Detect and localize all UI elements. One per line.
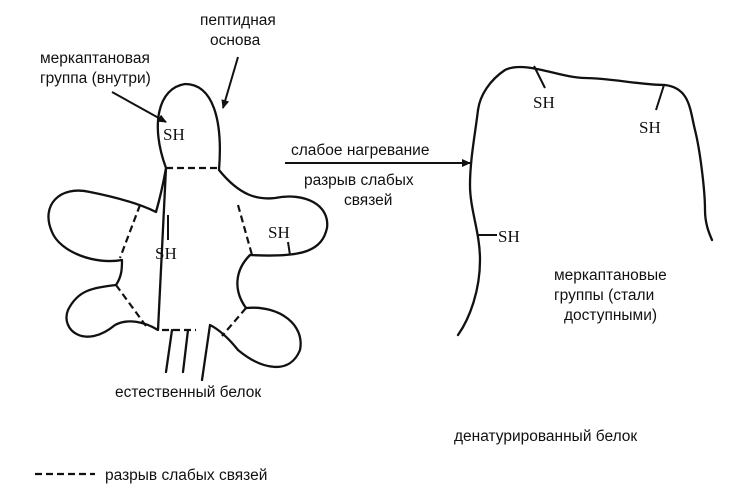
mercaptan-inside-arrow xyxy=(111,91,167,123)
process-line3: связей xyxy=(344,192,392,209)
sh-2-label: SH xyxy=(639,118,661,137)
sh-right-stem xyxy=(287,241,291,256)
mercaptan-inside-label-line1: меркаптановая xyxy=(40,50,150,67)
weak-bond-lower-right-lobe xyxy=(221,307,247,337)
mercaptan-available-line1: меркаптановые xyxy=(554,267,667,284)
legend-label: разрыв слабых связей xyxy=(105,467,267,484)
process-line2: разрыв слабых xyxy=(304,172,414,189)
weak-bond-right-lobe xyxy=(236,204,254,256)
sh-2-stem xyxy=(655,84,665,111)
sh-1-label: SH xyxy=(533,93,555,112)
weak-bond-lower-left-lobe xyxy=(115,284,147,327)
sh-right-label: SH xyxy=(268,223,290,242)
mercaptan-inside-label: меркаптановая группа (внутри) xyxy=(40,50,154,87)
native-peptide-chain xyxy=(47,82,329,382)
mercaptan-inside-label-line2: группа (внутри) xyxy=(40,70,151,87)
backbone-label-line1: пептидная xyxy=(200,12,276,29)
sh-1-stem xyxy=(533,65,546,89)
process-line1: слабое нагревание xyxy=(291,142,429,159)
denatured-protein-caption: денатурированный белок xyxy=(454,428,637,445)
native-protein: SH SH SH пептидная основа меркаптановая … xyxy=(40,12,329,401)
backbone-label-line2: основа xyxy=(210,32,261,49)
process: слабое нагревание разрыв слабых связей xyxy=(285,142,471,209)
legend: разрыв слабых связей xyxy=(35,467,267,484)
backbone-label: пептидная основа xyxy=(200,12,280,49)
backbone-arrow xyxy=(221,56,239,109)
denatured-peptide-chain xyxy=(456,65,714,337)
sh-3-label: SH xyxy=(498,227,520,246)
mercaptan-available-line2: группы (стали xyxy=(554,287,654,304)
sh-top-label: SH xyxy=(163,125,185,144)
mercaptan-available-line3: доступными) xyxy=(564,307,657,324)
native-protein-caption: естественный белок xyxy=(115,384,261,401)
sh-center-label: SH xyxy=(155,244,177,263)
denatured-protein: SH SH SH меркаптановые группы (стали дос… xyxy=(454,65,714,445)
weak-bond-left-lobe xyxy=(118,204,142,259)
mercaptan-available-label: меркаптановые группы (стали доступными) xyxy=(554,267,671,324)
